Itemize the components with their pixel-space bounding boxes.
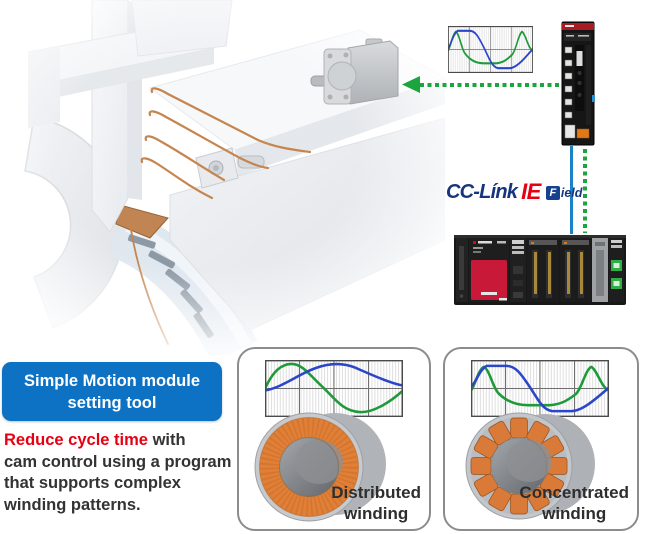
banner-line2: setting tool xyxy=(67,393,157,412)
waveform-chart-network xyxy=(448,26,533,73)
blue-phase-wave xyxy=(265,362,403,392)
network-line-blue xyxy=(570,146,573,234)
servo-amplifier-image xyxy=(561,21,595,146)
description-line4: winding patterns. xyxy=(4,495,141,514)
machine-top-block xyxy=(131,0,233,57)
plc-io-module-1 xyxy=(510,238,526,302)
plc-io-module-3 xyxy=(560,238,591,302)
concentrated-winding-label: Concentrated winding xyxy=(519,483,629,523)
amp-orange-connector xyxy=(576,128,590,139)
highlight-text: Reduce cycle time xyxy=(4,431,148,449)
plc-cpu-module xyxy=(469,238,509,302)
blue-phase-wave xyxy=(471,364,609,413)
concentrated-winding-card: Concentrated winding xyxy=(443,347,639,531)
description-line1: Reduce cycle time with xyxy=(4,431,186,449)
green-phase-wave xyxy=(265,362,403,414)
banner-line1: Simple Motion module xyxy=(24,371,200,390)
dotted-line-amp-plc xyxy=(583,149,587,233)
plc-io-module-2 xyxy=(527,238,559,302)
dotted-line-motor-amplifier xyxy=(420,83,562,87)
description-text: Reduce cycle time with cam control using… xyxy=(4,430,239,516)
distributed-winding-card: Distributed winding xyxy=(237,347,431,531)
cclink-ie-field-logo: CC-Línk IE F ield xyxy=(446,179,583,204)
plc-simple-motion-module xyxy=(592,238,608,302)
blue-phase-wave xyxy=(448,29,533,70)
waveform-chart-concentrated xyxy=(471,360,609,417)
distributed-stator-image xyxy=(254,412,386,522)
description-line3: that supports complex xyxy=(4,474,181,492)
left-arrow-icon xyxy=(402,76,420,93)
amp-red-band xyxy=(562,23,594,30)
simple-motion-tool-button[interactable]: Simple Motion module setting tool xyxy=(2,362,222,421)
cclink-text: CC-Línk xyxy=(446,181,518,203)
cclink-ie-text: IE xyxy=(521,179,541,204)
description-line2: cam control using a program xyxy=(4,452,232,471)
plc-network-module xyxy=(609,238,624,302)
cclink-field-f-badge: F xyxy=(545,186,560,200)
cclink-field-text: ield xyxy=(560,186,583,200)
amp-connectors xyxy=(564,46,573,119)
servo-motor-image xyxy=(310,38,399,105)
distributed-winding-label: Distributed winding xyxy=(331,483,421,523)
plc-rack-image xyxy=(454,235,626,305)
waveform-chart-distributed xyxy=(265,360,403,417)
concentrated-stator-image xyxy=(465,412,595,520)
